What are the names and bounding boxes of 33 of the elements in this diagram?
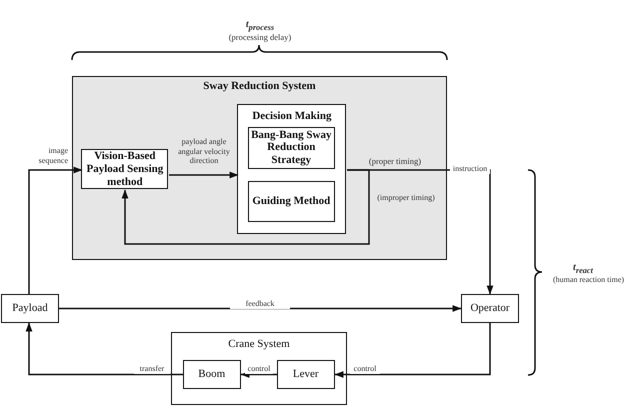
arrow (28, 166, 83, 294)
process-box (248, 180, 335, 222)
process-box (461, 294, 519, 323)
box-label: Boom (198, 368, 226, 380)
box-label: Guiding Method (252, 194, 330, 208)
process-box (182, 360, 241, 389)
edge-label: instruction (450, 164, 490, 174)
group-heading: Decision Making (251, 110, 332, 124)
group-heading: Crane System (227, 338, 291, 351)
box-label: Lever (292, 368, 319, 380)
arrow (240, 371, 277, 378)
system-panel (72, 76, 447, 260)
arrow (59, 305, 462, 312)
process-box (1, 294, 59, 323)
time-symbol: t$_{react}$ (572, 262, 594, 276)
arrow (334, 323, 491, 378)
edge-label: control (245, 364, 273, 374)
process-box (276, 360, 335, 389)
box-label: Bang-Bang Sway Reduction Strategy (250, 128, 332, 167)
note-label: (processing delay) (228, 32, 292, 42)
arrow (122, 169, 370, 245)
box-label: Payload (12, 302, 48, 315)
note-label: (human reaction time) (552, 275, 626, 285)
group-box (237, 104, 346, 234)
arrow (26, 322, 183, 376)
arrow (169, 172, 239, 178)
edge-label: feedback (230, 299, 290, 309)
box-label: Vision-Based Payload Sensing method (86, 150, 164, 188)
time-symbol: t$_{process}$ (244, 19, 276, 33)
box-label: Operator (470, 302, 510, 315)
group-heading: Sway Reduction System (202, 80, 317, 93)
group-box (171, 332, 347, 405)
note-label: (proper timing) (368, 156, 422, 166)
